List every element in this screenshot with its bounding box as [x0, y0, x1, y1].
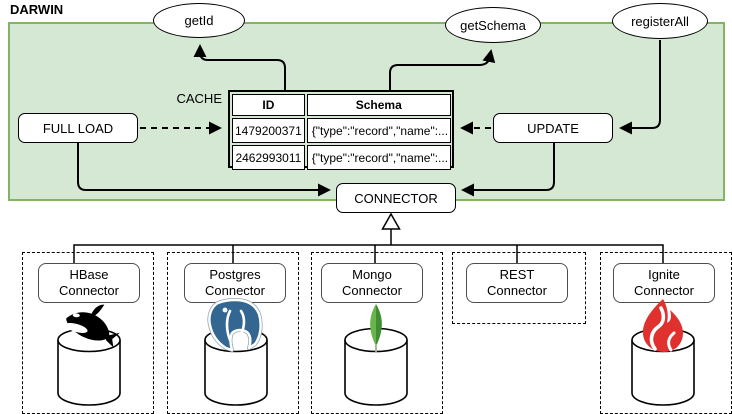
- cache-row-id: 2462993011: [232, 145, 305, 170]
- orca-icon: [65, 304, 120, 347]
- edge-update-to-connector: [461, 143, 555, 197]
- update-label: UPDATE: [527, 120, 579, 136]
- endpoint-getschema-label: getSchema: [460, 17, 526, 33]
- cache-row-schema: {"type":"record","name":...: [306, 118, 451, 143]
- rest-connector-label: REST Connector: [487, 267, 547, 298]
- endpoint-registerall-label: registerAll: [631, 13, 689, 29]
- postgres-connector-label-box: Postgres Connector: [184, 263, 286, 303]
- full-load-label: FULL LOAD: [42, 120, 114, 136]
- rest-connector-label-box: REST Connector: [466, 263, 568, 303]
- edge-bus: [73, 244, 664, 263]
- endpoint-registerall: registerAll: [612, 3, 708, 39]
- postgres-connector-label: Postgres Connector: [205, 267, 265, 298]
- diagram-title: DARWIN: [10, 2, 64, 17]
- mongodb-leaf-icon: [370, 304, 382, 352]
- cache-label: CACHE: [176, 91, 222, 106]
- connector-label: CONNECTOR: [354, 190, 438, 206]
- hbase-connector-label: HBase Connector: [59, 267, 119, 298]
- endpoint-getid: getId: [153, 3, 245, 38]
- update-box: UPDATE: [493, 113, 613, 143]
- postgresql-elephant-icon: [207, 298, 263, 352]
- cache-row-schema: {"type":"record","name":...: [306, 145, 451, 170]
- ignite-connector-label: Ignite Connector: [634, 267, 694, 298]
- inheritance-triangle: [381, 212, 401, 230]
- hbase-connector-label-box: HBase Connector: [38, 263, 140, 303]
- cache-row-id: 1479200371: [232, 118, 305, 143]
- ignite-connector-label-box: Ignite Connector: [613, 263, 715, 303]
- edge-registerall-to-update: [619, 40, 661, 135]
- table-row: 2462993011 {"type":"record","name":...: [232, 145, 451, 170]
- ignite-flame-icon: [642, 299, 683, 352]
- mongo-connector-label-box: Mongo Connector: [321, 263, 423, 303]
- edge-fullload-to-connector: [77, 143, 331, 197]
- mongo-connector-label: Mongo Connector: [342, 267, 402, 298]
- cache-table-header-id: ID: [232, 94, 305, 116]
- edge-cache-to-getschema: [389, 49, 496, 90]
- endpoint-getschema: getSchema: [445, 7, 541, 43]
- endpoint-getid-label: getId: [184, 13, 214, 28]
- edge-cache-to-getid: [193, 44, 286, 90]
- cache-table: ID Schema 1479200371 {"type":"record","n…: [228, 90, 454, 170]
- table-row: 1479200371 {"type":"record","name":...: [232, 118, 451, 143]
- full-load-box: FULL LOAD: [18, 113, 138, 143]
- cache-table-header-schema: Schema: [306, 94, 451, 116]
- connector-box: CONNECTOR: [336, 183, 456, 213]
